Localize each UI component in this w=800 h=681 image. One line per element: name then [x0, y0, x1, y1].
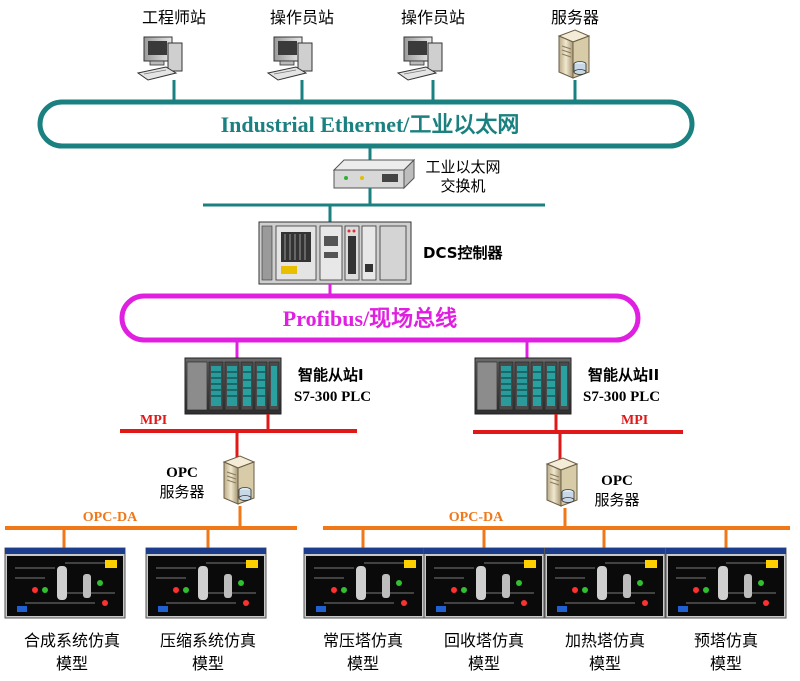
engineer-station-icon — [137, 36, 183, 81]
model-6-label-line2: 模型 — [710, 654, 742, 673]
server-icon — [558, 29, 590, 79]
profibus-label: Profibus/现场总线 — [283, 306, 457, 331]
server-label: 服务器 — [551, 8, 599, 27]
opc-server-right-icon — [546, 457, 578, 507]
switch-label-line1: 工业以太网 — [425, 158, 500, 176]
dcs-controller-label: DCS控制器 — [423, 244, 504, 262]
industrial-ethernet-label: Industrial Ethernet/工业以太网 — [221, 112, 520, 137]
model-4-label-line1: 回收塔仿真 — [444, 631, 524, 650]
dcs-controller-icon — [258, 221, 412, 285]
model-1-label-line1: 合成系统仿真 — [24, 631, 120, 650]
plc-right-label-line1: 智能从站II — [588, 366, 659, 384]
switch-label-line2: 交换机 — [440, 177, 485, 195]
model-screen-3 — [303, 547, 425, 619]
opc-left-label-line2: 服务器 — [159, 483, 204, 501]
opc-da-left-label: OPC-DA — [83, 510, 138, 525]
opc-da-right-label: OPC-DA — [449, 510, 504, 525]
operator-station-icon — [267, 36, 313, 81]
profibus-bus — [119, 293, 641, 343]
plc-left-icon — [184, 357, 282, 415]
opc-server-left-icon — [223, 455, 255, 505]
model-screen-5 — [544, 547, 666, 619]
model-2-label-line1: 压缩系统仿真 — [160, 631, 256, 650]
model-screen-4 — [423, 547, 545, 619]
engineer-station-label: 工程师站 — [142, 8, 206, 27]
industrial-ethernet-bus — [37, 99, 695, 149]
model-4-label-line2: 模型 — [468, 654, 500, 673]
operator-station-1-label: 操作员站 — [270, 8, 334, 27]
opc-right-label-line1: OPC — [601, 473, 633, 489]
model-screen-6 — [665, 547, 787, 619]
switch-icon — [332, 158, 416, 190]
model-screen-2 — [145, 547, 267, 619]
mpi-left-label: MPI — [140, 413, 167, 428]
model-5-label-line2: 模型 — [589, 654, 621, 673]
operator-station-icon — [397, 36, 443, 81]
opc-da-buses — [5, 506, 790, 548]
model-1-label-line2: 模型 — [56, 654, 88, 673]
opc-right-label-line2: 服务器 — [594, 491, 639, 509]
ethernet-drops — [172, 80, 577, 102]
plc-left-label-line2: S7-300 PLC — [294, 389, 371, 405]
model-3-label-line2: 模型 — [347, 654, 379, 673]
mpi-right-label: MPI — [621, 413, 648, 428]
model-2-label-line2: 模型 — [192, 654, 224, 673]
opc-left-label-line1: OPC — [166, 465, 198, 481]
model-6-label-line1: 预塔仿真 — [694, 631, 758, 650]
plc-right-label-line2: S7-300 PLC — [583, 389, 660, 405]
plc-left-label-line1: 智能从站I — [298, 366, 364, 384]
model-5-label-line1: 加热塔仿真 — [565, 631, 645, 650]
plc-right-icon — [474, 357, 572, 415]
model-3-label-line1: 常压塔仿真 — [323, 631, 403, 650]
operator-station-2-label: 操作员站 — [401, 8, 465, 27]
model-screen-1 — [4, 547, 126, 619]
